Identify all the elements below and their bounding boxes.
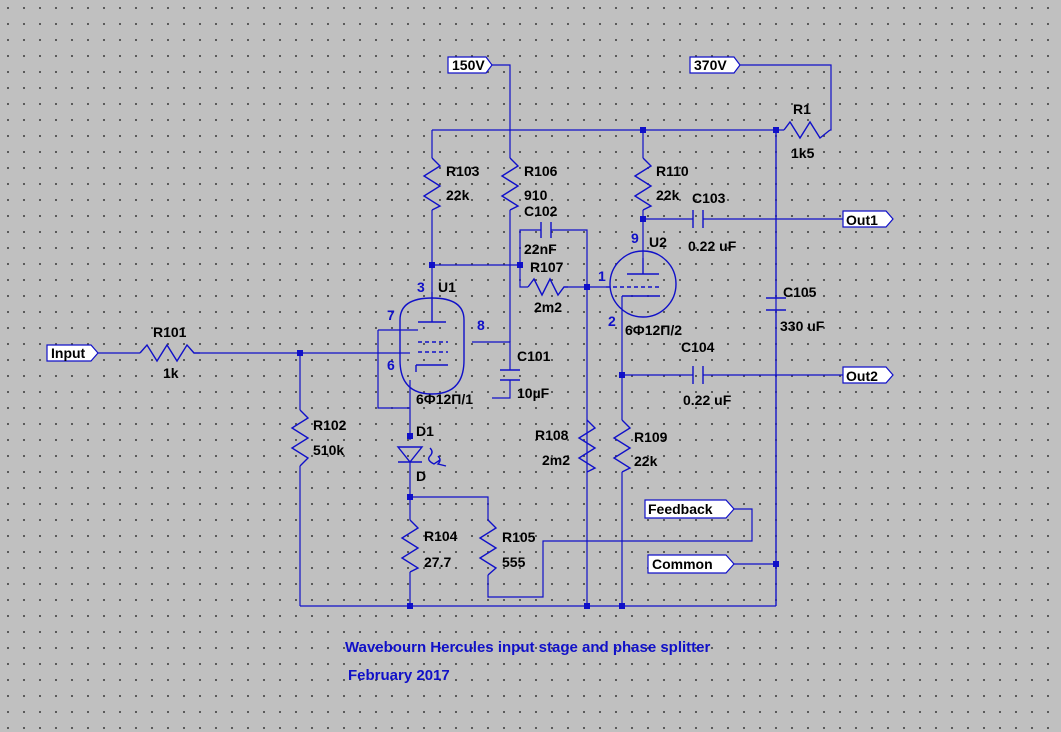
r1-ref: R1 (793, 101, 811, 117)
port-370v-label: 370V (694, 57, 727, 73)
junction-dot (640, 127, 646, 133)
port-out1-label: Out1 (846, 212, 878, 228)
r105-ref: R105 (502, 529, 536, 545)
r106-ref: R106 (524, 163, 558, 179)
tube-u1[interactable]: 3 7 8 6 U1 6Ф12П/1 (387, 279, 485, 407)
port-150v[interactable]: 150V (447, 56, 493, 74)
caption-title: Wavebourn Hercules input stage and phase… (345, 639, 711, 656)
port-common-label: Common (652, 556, 713, 572)
capacitor-c104[interactable]: C104 0.22 uF (681, 339, 732, 408)
port-150v-label: 150V (452, 57, 485, 73)
junction-dot (773, 561, 779, 567)
junction-dot (407, 494, 413, 500)
r102-value: 510k (313, 442, 344, 458)
junction-dot (407, 433, 413, 439)
u1-pin-plate: 3 (417, 279, 425, 295)
junction-dot (429, 262, 435, 268)
wires (97, 64, 848, 607)
r104-ref: R104 (424, 528, 458, 544)
port-370v[interactable]: 370V (689, 56, 741, 74)
c103-value: 0.22 uF (688, 238, 737, 254)
resistor-r104[interactable]: R104 27.7 (400, 519, 458, 573)
junction-dot (407, 603, 413, 609)
r101-ref: R101 (153, 324, 187, 340)
resistor-r105[interactable]: R105 555 (478, 519, 536, 576)
r1-value: 1k5 (791, 145, 815, 161)
r110-ref: R110 (656, 163, 689, 179)
junction-dot (517, 262, 523, 268)
junction-dot (640, 216, 646, 222)
r105-value: 555 (502, 554, 526, 570)
junction-dot (773, 127, 779, 133)
caption-date: February 2017 (348, 667, 450, 684)
resistor-r107[interactable]: R107 2m2 (527, 259, 568, 315)
u2-pin-plate: 9 (631, 230, 639, 246)
c105-ref: C105 (783, 284, 817, 300)
port-out2[interactable]: Out2 (842, 366, 894, 384)
r107-value: 2m2 (534, 299, 562, 315)
u1-pin-g2: 7 (387, 307, 395, 323)
port-out1[interactable]: Out1 (842, 210, 894, 228)
r109-value: 22k (634, 453, 658, 469)
c102-value: 22nF (524, 241, 557, 257)
port-common[interactable]: Common (647, 554, 735, 574)
r103-value: 22k (446, 187, 470, 203)
u2-pin-cath: 2 (608, 313, 616, 329)
r107-ref: R107 (530, 259, 564, 275)
resistor-r103[interactable]: R103 22k (422, 157, 480, 211)
tube-u2[interactable]: 9 1 2 U2 6Ф12П/2 (598, 230, 682, 338)
junctions (297, 127, 779, 609)
c105-value: 330 uF (780, 318, 825, 334)
r103-ref: R103 (446, 163, 480, 179)
port-input[interactable]: Input (46, 344, 99, 362)
u2-ref: U2 (649, 234, 667, 250)
d1-value: D (416, 468, 426, 484)
junction-dot (584, 603, 590, 609)
u2-value: 6Ф12П/2 (625, 322, 682, 338)
u2-pin-grid: 1 (598, 268, 606, 284)
u1-ref: U1 (438, 279, 456, 295)
resistor-r109[interactable]: R109 22k (612, 419, 668, 473)
capacitor-c102[interactable]: C102 22nF (524, 203, 558, 257)
c101-ref: C101 (517, 348, 551, 364)
capacitor-c101[interactable]: C101 10µF (500, 348, 551, 401)
r108-ref: R108 (535, 427, 569, 443)
diode-d1[interactable]: D1 D (396, 423, 447, 484)
resistor-r1[interactable]: R1 1k5 (783, 101, 831, 161)
c102-ref: C102 (524, 203, 558, 219)
junction-dot (619, 603, 625, 609)
port-feedback-label: Feedback (648, 501, 713, 517)
junction-dot (584, 284, 590, 290)
c103-ref: C103 (692, 190, 726, 206)
u1-value: 6Ф12П/1 (416, 391, 473, 407)
r104-value: 27.7 (424, 554, 451, 570)
capacitor-c105[interactable]: C105 330 uF (766, 284, 825, 334)
capacitor-c103[interactable]: C103 0.22 uF (688, 190, 737, 254)
r102-ref: R102 (313, 417, 347, 433)
r101-value: 1k (163, 365, 179, 381)
u1-pin-g1: 8 (477, 317, 485, 333)
junction-dot (297, 350, 303, 356)
resistor-r110[interactable]: R110 22k (633, 157, 689, 211)
r109-ref: R109 (634, 429, 668, 445)
resistor-r106[interactable]: R106 910 (500, 157, 558, 211)
r108-value: 2m2 (542, 452, 570, 468)
resistor-r102[interactable]: R102 510k (290, 409, 347, 467)
junction-dot (619, 372, 625, 378)
c101-value: 10µF (517, 385, 550, 401)
port-feedback[interactable]: Feedback (644, 499, 735, 519)
port-input-label: Input (51, 345, 86, 361)
resistor-r108[interactable]: R108 2m2 (535, 419, 597, 473)
r106-value: 910 (524, 187, 548, 203)
resistor-r101[interactable]: R101 1k (139, 324, 200, 381)
c104-value: 0.22 uF (683, 392, 732, 408)
r110-value: 22k (656, 187, 680, 203)
port-out2-label: Out2 (846, 368, 878, 384)
u1-pin-cath: 6 (387, 357, 395, 373)
d1-ref: D1 (416, 423, 434, 439)
c104-ref: C104 (681, 339, 715, 355)
